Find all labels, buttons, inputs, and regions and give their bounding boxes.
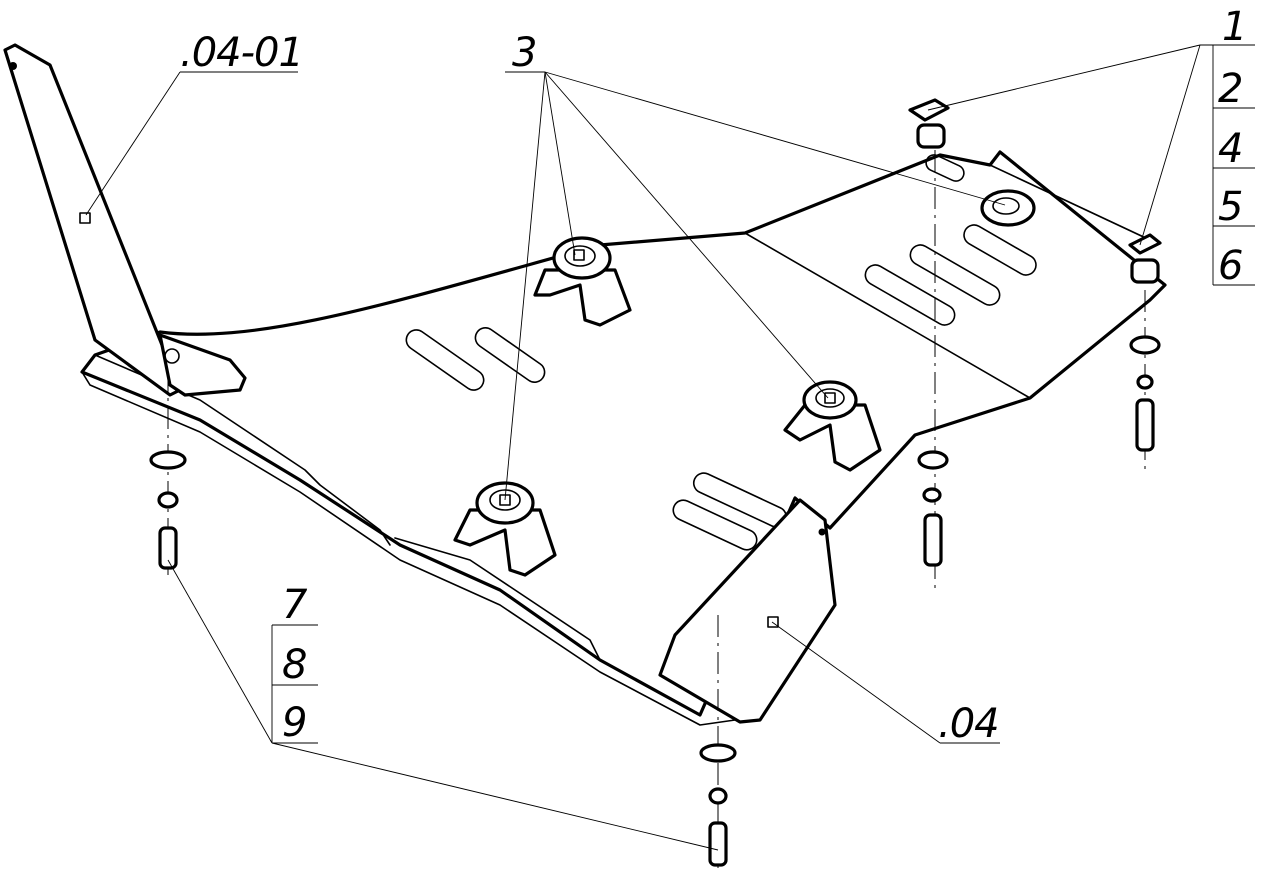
label-position-9: 9 bbox=[282, 700, 306, 746]
label-position-5: 5 bbox=[1218, 184, 1242, 230]
label-part-04: .04 bbox=[938, 701, 999, 747]
skid-plate bbox=[80, 150, 1167, 726]
mounting-bracket-2 bbox=[783, 380, 882, 472]
right-side-guard bbox=[658, 498, 837, 724]
bolt-stack-bottom bbox=[699, 743, 737, 867]
label-part-04-01: .04-01 bbox=[180, 30, 303, 76]
mounting-bracket-1 bbox=[533, 236, 632, 327]
bolt-stack-center bbox=[917, 450, 949, 567]
callout-table-right bbox=[1212, 45, 1255, 286]
plug-cap bbox=[980, 189, 1036, 227]
left-side-guard bbox=[3, 43, 247, 397]
part-mark-icon bbox=[767, 616, 779, 628]
label-position-8: 8 bbox=[282, 642, 306, 688]
bolt-stack-left bbox=[149, 450, 187, 570]
leader-lines bbox=[85, 44, 1255, 851]
clip-nut-1 bbox=[908, 98, 950, 149]
label-position-4: 4 bbox=[1218, 126, 1242, 172]
clip-nut-2 bbox=[1128, 233, 1162, 284]
label-position-3: 3 bbox=[512, 30, 536, 76]
label-position-2: 2 bbox=[1218, 66, 1242, 112]
label-position-6: 6 bbox=[1218, 243, 1242, 289]
callout-table-left bbox=[271, 624, 318, 744]
label-position-1: 1 bbox=[1222, 4, 1246, 50]
label-position-7: 7 bbox=[282, 582, 308, 628]
mounting-bracket-3 bbox=[453, 481, 557, 577]
bolt-stack-right bbox=[1129, 335, 1161, 452]
part-mark-icon bbox=[79, 212, 91, 224]
